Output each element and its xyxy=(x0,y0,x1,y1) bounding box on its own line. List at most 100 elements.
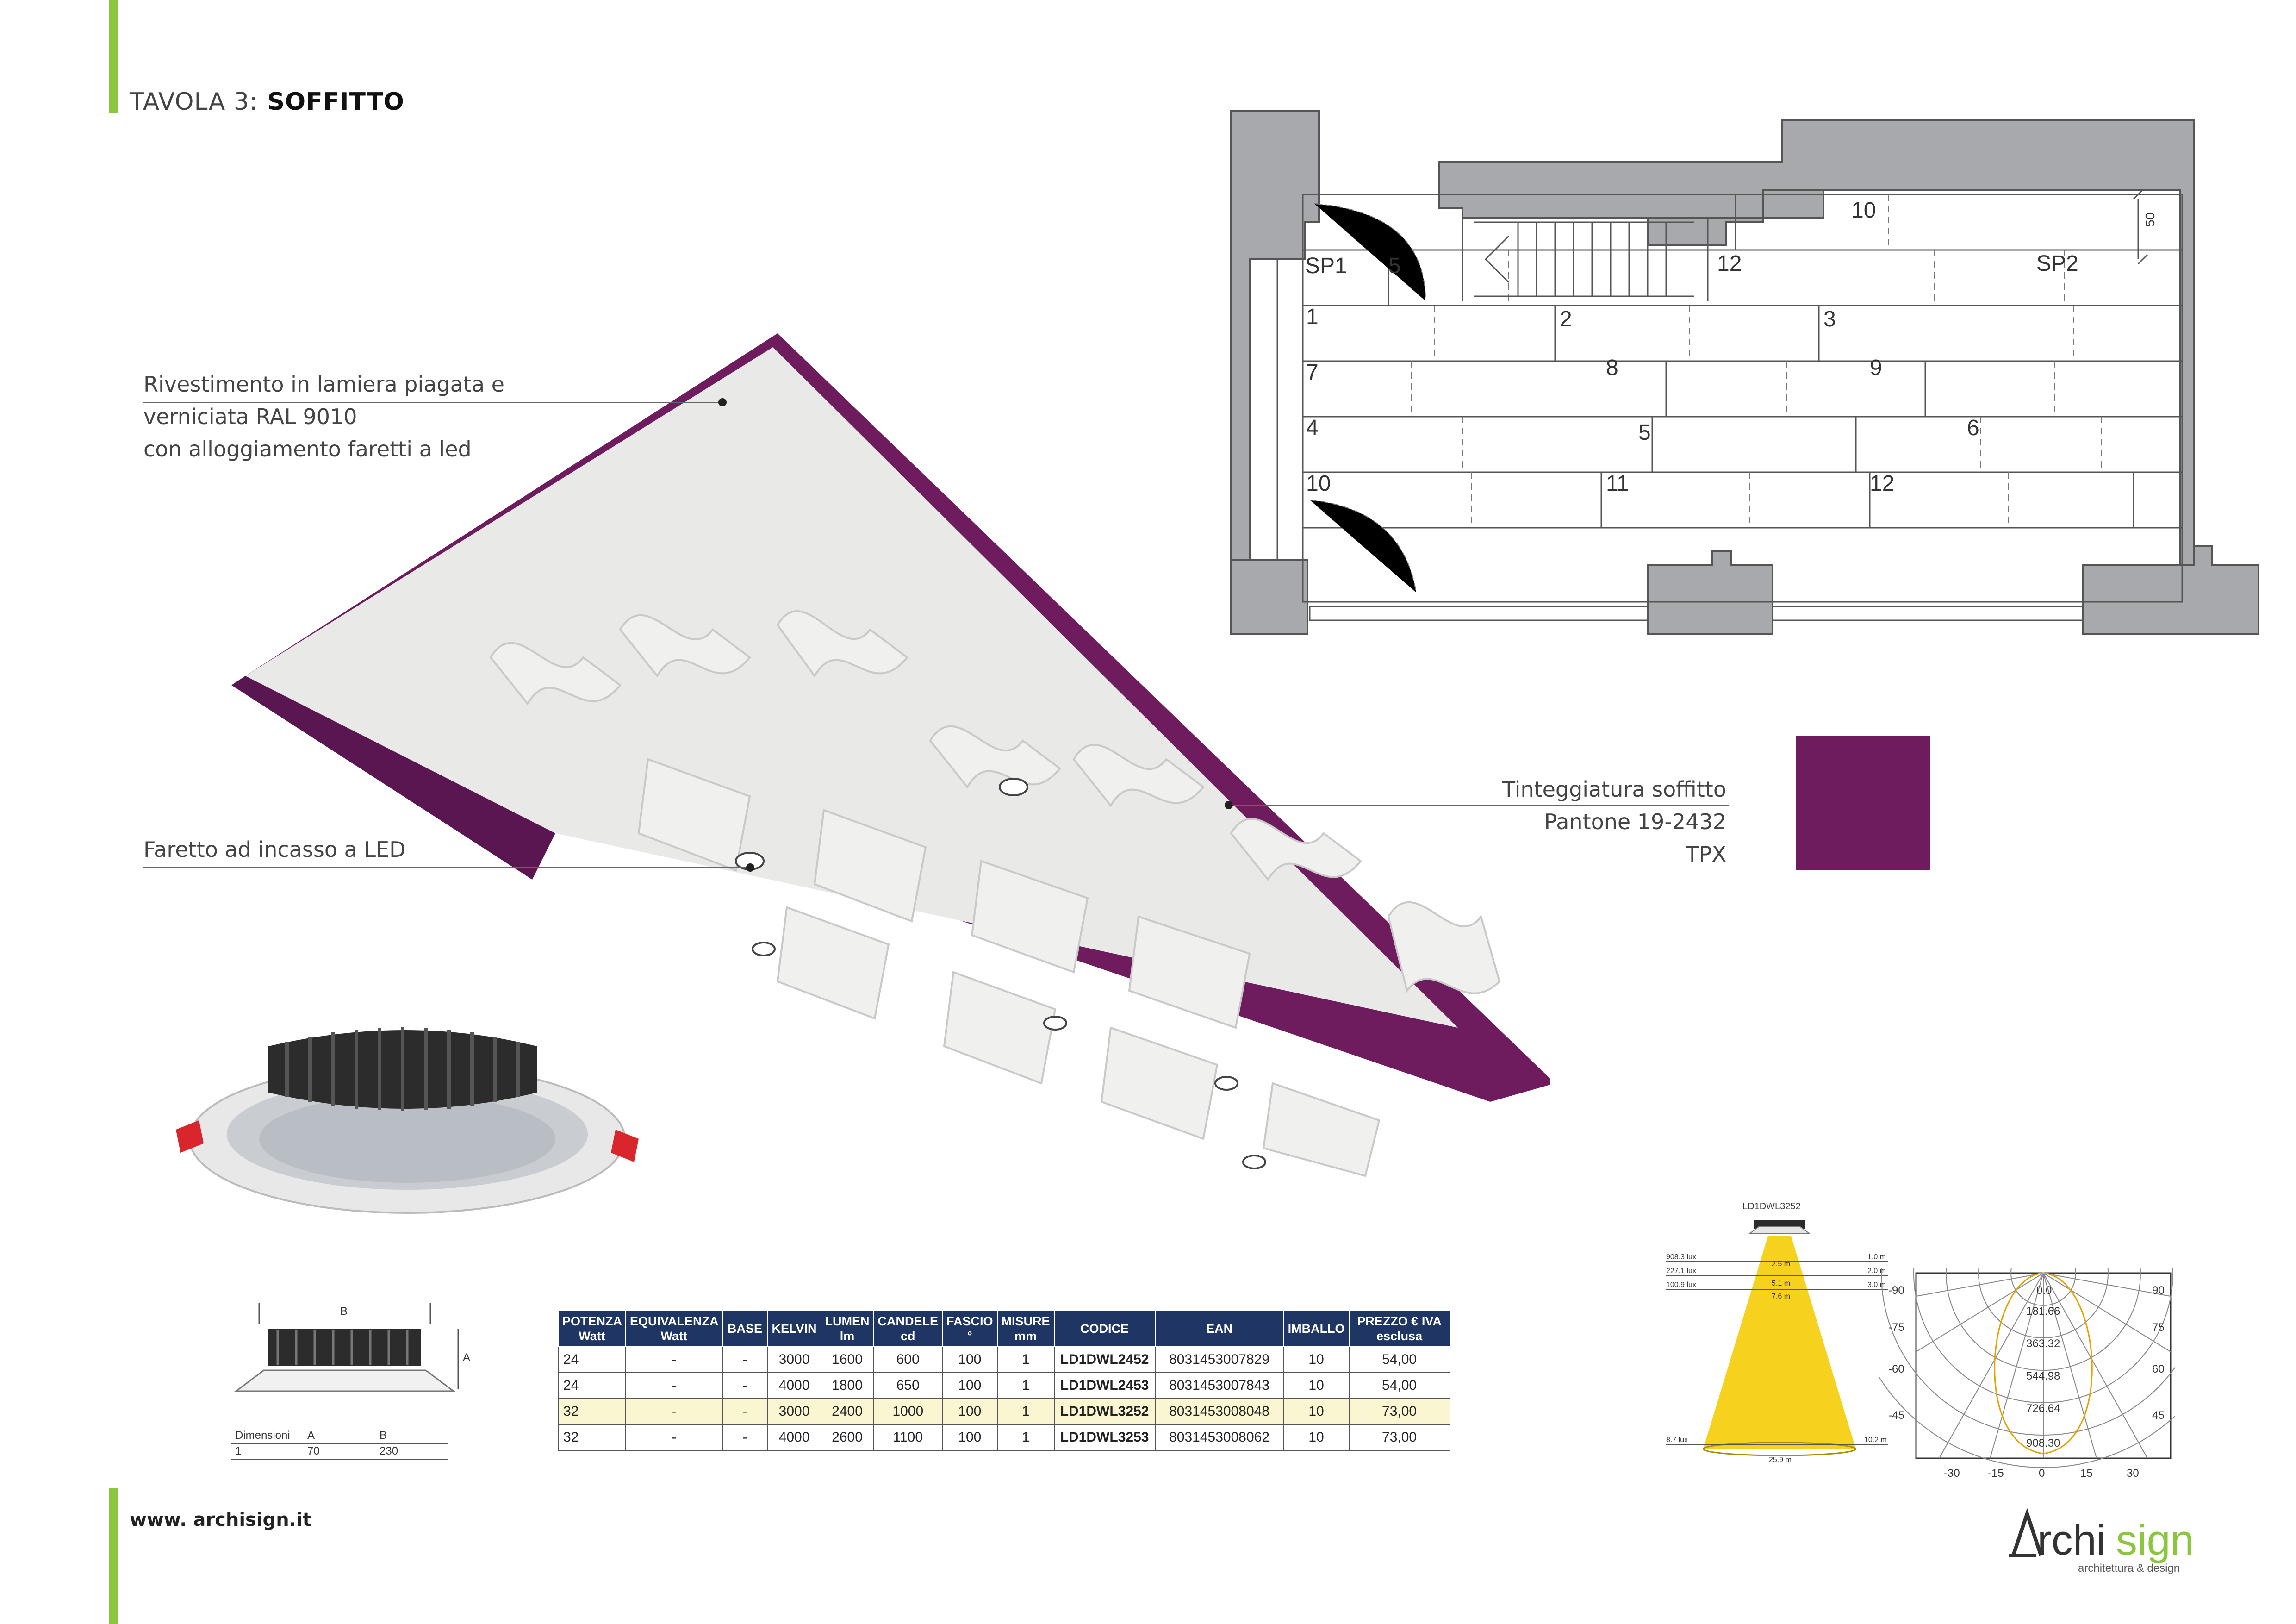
diam-4: 25.9 m xyxy=(1769,1456,1792,1464)
spec-cell: 32 xyxy=(558,1398,626,1425)
spec-cell: 650 xyxy=(873,1372,943,1399)
spec-cell: 24 xyxy=(558,1372,626,1399)
plan-label-10b: 10 xyxy=(1306,471,1331,496)
lux-4: 8.7 lux xyxy=(1666,1436,1688,1444)
lux-3: 100.9 lux xyxy=(1666,1281,1696,1289)
spec-cell: 24 xyxy=(558,1346,626,1373)
polar-val-5: 908.30 xyxy=(2026,1437,2060,1449)
th-potenza: POTENZA Watt xyxy=(558,1310,626,1347)
archisign-logo: rchi sign architettura & design xyxy=(2009,1505,2203,1581)
callout-tinteggiatura: Tinteggiatura soffitto Pantone 19-2432 T… xyxy=(1500,773,1726,870)
spec-cell: LD1DWL2453 xyxy=(1053,1372,1156,1399)
spec-cell: - xyxy=(625,1346,723,1373)
dim-cell: 1 xyxy=(231,1443,304,1460)
th-candele: CANDELE cd xyxy=(873,1310,943,1347)
leader-tinteggiatura xyxy=(1229,805,1729,806)
dim-header-dimensioni: Dimensioni xyxy=(231,1428,304,1444)
spec-cell: LD1DWL3253 xyxy=(1053,1424,1156,1451)
angle-r-75: 75 xyxy=(2152,1321,2165,1334)
diam-2: 5.1 m xyxy=(1772,1280,1790,1287)
polar-val-2: 363.32 xyxy=(2026,1337,2060,1350)
callout-rivestimento: Rivestimento in lamiera piagata e vernic… xyxy=(143,368,504,465)
spec-cell: 4000 xyxy=(767,1424,821,1451)
spec-cell: 1800 xyxy=(820,1372,874,1399)
th-ean: EAN xyxy=(1154,1310,1284,1347)
plan-label-12b: 12 xyxy=(1870,471,1894,496)
angle-b-m30: -30 xyxy=(1944,1467,1960,1480)
spec-cell: 2600 xyxy=(820,1424,874,1451)
polar-val-1: 181.66 xyxy=(2026,1305,2060,1318)
plan-dimension: 50 xyxy=(2143,212,2157,227)
dim-header-a: A xyxy=(304,1428,376,1444)
spec-cell: 10 xyxy=(1283,1372,1350,1399)
archisign-logo-graphic: rchi sign architettura & design xyxy=(2009,1508,2194,1574)
plan-label-5b: 5 xyxy=(1638,420,1651,445)
plan-label-12a: 12 xyxy=(1717,251,1742,276)
plan-label-sp2: SP2 xyxy=(2036,251,2078,276)
th-misure: MISURE mm xyxy=(996,1310,1055,1347)
accent-bar-top xyxy=(109,0,118,113)
angle-r-45: 45 xyxy=(2152,1409,2165,1422)
height-1: 1.0 m xyxy=(1867,1253,1886,1261)
spec-cell: - xyxy=(722,1346,768,1373)
spec-cell: 1 xyxy=(996,1372,1055,1399)
callout-rivestimento-line3: con alloggiamento faretti a led xyxy=(143,437,472,462)
spec-cell: 2400 xyxy=(820,1398,874,1425)
spec-cell: 100 xyxy=(942,1372,998,1399)
plan-label-11: 11 xyxy=(1606,471,1629,496)
spec-cell: 4000 xyxy=(767,1372,821,1399)
spec-cell: 54,00 xyxy=(1348,1346,1450,1373)
plan-label-9: 9 xyxy=(1870,356,1882,380)
th-fascio: FASCIO ° xyxy=(942,1310,998,1347)
plan-label-10a: 10 xyxy=(1851,198,1876,223)
th-kelvin: KELVIN xyxy=(767,1310,821,1347)
polar-val-4: 726.64 xyxy=(2026,1402,2060,1415)
leader-dot-tinteggiatura xyxy=(1225,801,1233,809)
th-prezzo: PREZZO € IVA esclusa xyxy=(1348,1310,1450,1347)
logo-tagline: architettura & design xyxy=(2078,1562,2180,1574)
spec-cell: 8031453007843 xyxy=(1154,1372,1284,1399)
logo-text-a: rchi xyxy=(2037,1517,2106,1564)
pantone-swatch xyxy=(1796,736,1930,870)
spec-cell: LD1DWL2452 xyxy=(1053,1346,1156,1373)
website-link[interactable]: www. archisign.it xyxy=(130,1509,311,1530)
angle-b-30: 30 xyxy=(2127,1467,2139,1480)
spec-cell: 3000 xyxy=(767,1398,821,1425)
plan-label-3: 3 xyxy=(1823,307,1836,331)
spec-cell: 8031453008062 xyxy=(1154,1424,1284,1451)
spec-cell: - xyxy=(625,1372,723,1399)
spec-cell: 1000 xyxy=(873,1398,943,1425)
dim-cell: 70 xyxy=(304,1443,376,1460)
spec-cell: 1 xyxy=(996,1398,1055,1425)
photometry-code: LD1DWL3252 xyxy=(1742,1201,1801,1212)
angle-b-m15: -15 xyxy=(1988,1467,2004,1480)
spec-cell: 100 xyxy=(942,1346,998,1373)
th-equivalenza: EQUIVALENZA Watt xyxy=(625,1310,723,1347)
angle-r-60: 60 xyxy=(2152,1363,2165,1375)
lux-1: 908.3 lux xyxy=(1666,1253,1696,1261)
plan-label-1: 1 xyxy=(1306,305,1319,329)
spec-cell: 73,00 xyxy=(1348,1398,1450,1425)
angle-b-15: 15 xyxy=(2080,1467,2093,1480)
spec-cell: 1 xyxy=(996,1346,1055,1373)
th-lumen: LUMEN lm xyxy=(820,1310,874,1347)
title-subject: SOFFITTO xyxy=(267,88,404,116)
callout-faretto: Faretto ad incasso a LED xyxy=(143,837,406,862)
spec-cell: 100 xyxy=(942,1424,998,1451)
spec-cell: - xyxy=(722,1424,768,1451)
plan-label-8: 8 xyxy=(1606,356,1618,380)
spec-cell: 32 xyxy=(558,1424,626,1451)
spec-cell: - xyxy=(625,1398,723,1425)
plan-label-2: 2 xyxy=(1560,307,1572,331)
spec-cell: 54,00 xyxy=(1348,1372,1450,1399)
th-codice: CODICE xyxy=(1053,1310,1156,1347)
th-imballo: IMBALLO xyxy=(1283,1310,1350,1347)
spec-cell: 1100 xyxy=(873,1424,943,1451)
polar-diagram: 0.0 181.66 363.32 544.98 726.64 908.30 -… xyxy=(1879,1268,2175,1480)
angle-l-60: -60 xyxy=(1888,1363,1904,1375)
